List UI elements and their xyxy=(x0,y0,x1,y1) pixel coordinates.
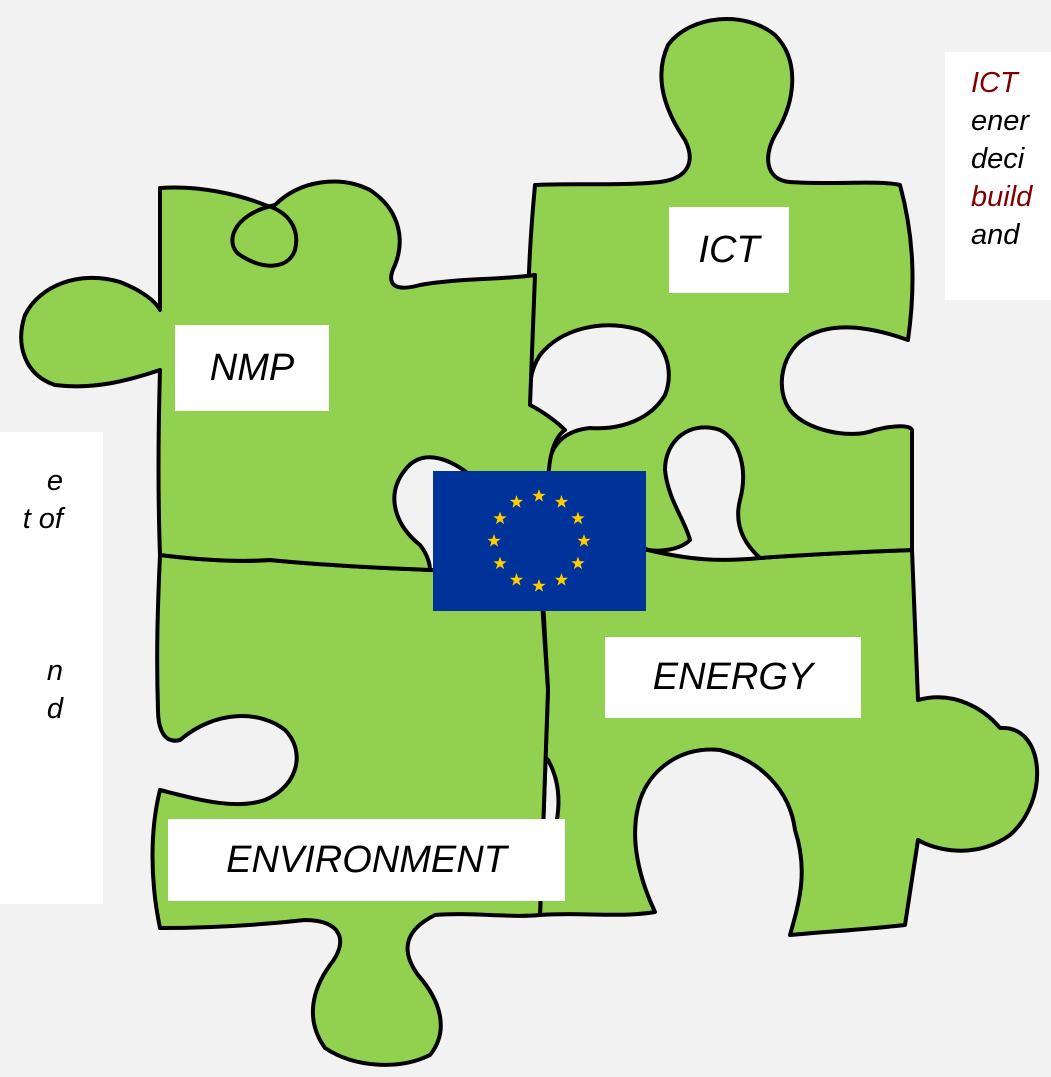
eu-flag xyxy=(433,471,646,611)
callout-left-line-1: e xyxy=(46,465,63,497)
eu-star xyxy=(571,556,585,570)
callout-left: e t of n d xyxy=(0,432,103,904)
callout-left-line-6: n xyxy=(46,655,63,687)
callout-right-line-2: ener xyxy=(971,105,1030,137)
eu-star xyxy=(493,556,507,570)
callout-left-line-3 xyxy=(23,538,63,576)
eu-star xyxy=(571,511,585,525)
label-energy: ENERGY xyxy=(605,637,861,718)
label-environment: ENVIRONMENT xyxy=(168,819,565,901)
eu-star xyxy=(532,489,546,502)
eu-star xyxy=(509,495,524,508)
callout-left-line-2: t of xyxy=(22,503,63,535)
eu-star xyxy=(509,572,524,586)
eu-star xyxy=(532,579,546,592)
callout-right: ICT ener deci build and xyxy=(945,52,1051,300)
eu-star xyxy=(577,534,591,547)
callout-left-line-5 xyxy=(23,614,63,652)
callout-right-line-4: build xyxy=(971,181,1033,213)
callout-right-line-5: and xyxy=(971,219,1020,251)
eu-star xyxy=(487,534,501,547)
eu-star xyxy=(493,511,507,525)
eu-star xyxy=(554,572,569,586)
label-ict: ICT xyxy=(669,207,789,293)
eu-star xyxy=(554,495,569,508)
callout-right-line-1: ICT xyxy=(971,67,1018,99)
callout-right-line-3: deci xyxy=(971,143,1025,175)
callout-left-line-7: d xyxy=(46,693,63,725)
label-nmp: NMP xyxy=(175,325,329,411)
puzzle-piece-environment xyxy=(150,553,550,1067)
callout-left-line-4 xyxy=(23,576,63,614)
